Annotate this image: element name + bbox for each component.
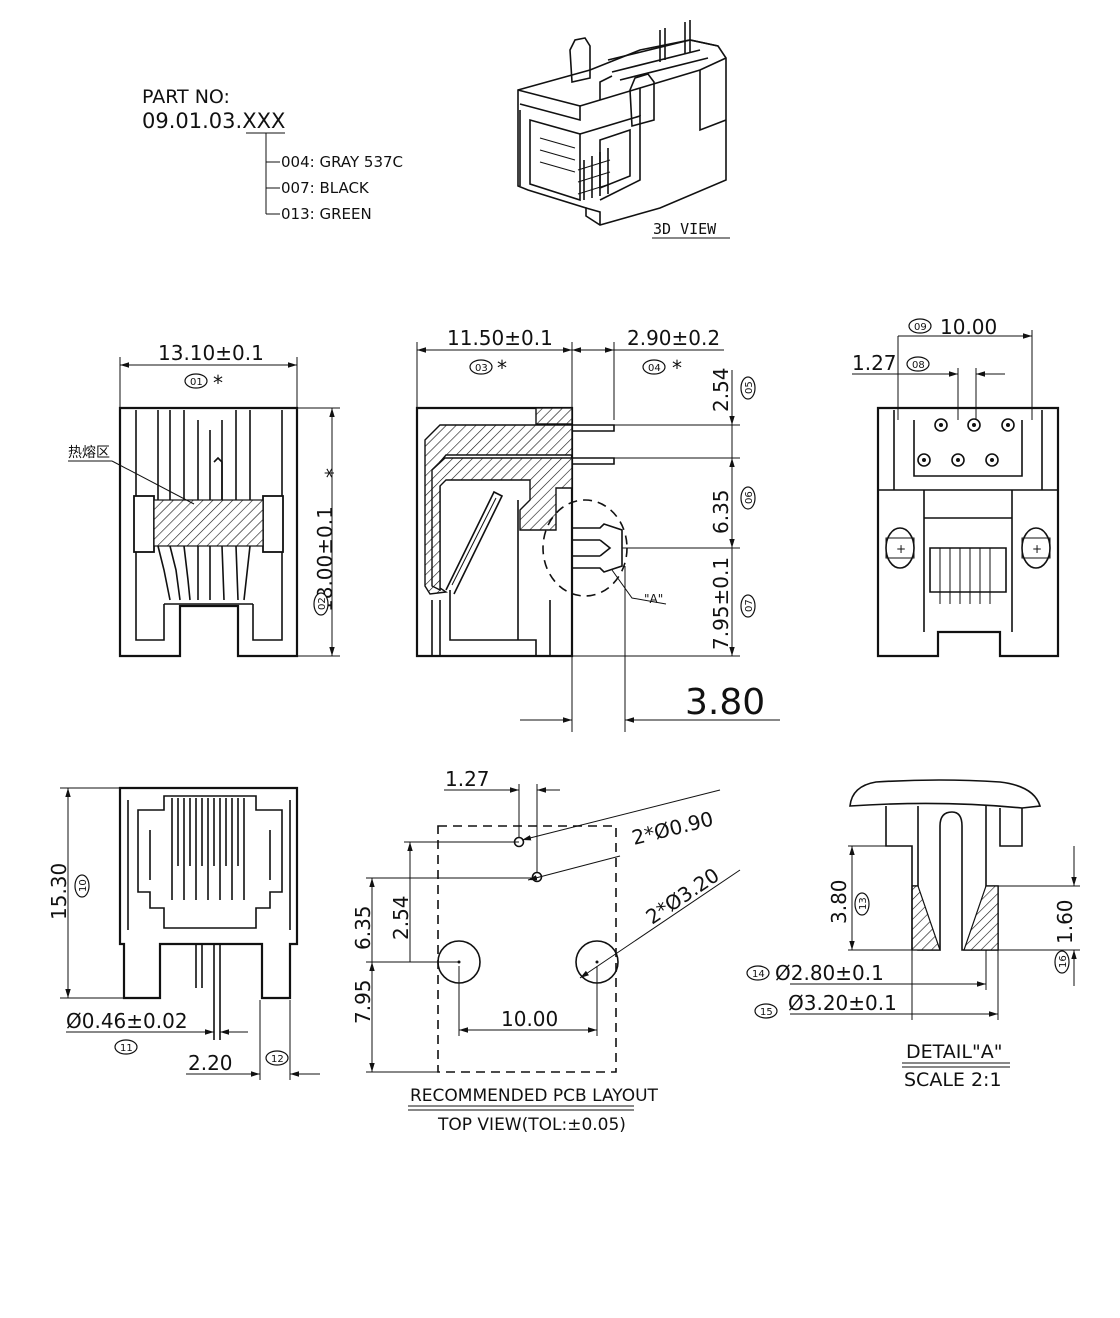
callout-07-text: 07 [744,599,755,612]
detail-title: DETAIL"A" [906,1041,1002,1063]
view-back: 09 10.00 1.27 08 + + [852,315,1060,658]
callout-05-text: 05 [744,381,755,394]
pcb-subtitle: TOP VIEW(TOL:±0.05) [437,1115,626,1135]
dim-15: Ø3.20±0.1 [788,991,897,1015]
view-3d: 3D VIEW [517,20,730,239]
part-option: 013: GREEN [281,205,372,223]
part-number: 09.01.03.XXX [142,109,285,133]
pcb-dim-320: 2*Ø3.20 [641,863,723,929]
callout-04-text: 04 [648,363,661,374]
pcb-dim-795: 7.95 [351,979,375,1024]
callout-14-text: 14 [752,969,765,980]
pin-holes [917,418,1015,467]
callout-16-text: 16 [1058,955,1069,968]
callout-08-text: 08 [912,360,925,371]
callout-01 [184,373,208,389]
view-front: 13.10±0.1 01 * 热熔区 18.00 [68,341,345,658]
callout-06-text: 06 [744,491,755,504]
pcb-dim-254: 2.54 [389,895,413,940]
star-mark: * [213,371,223,395]
callout-11-text: 11 [120,1043,133,1054]
view-pcb-layout: 1.27 2*Ø0.90 2*Ø3.20 6.35 2.54 7.95 10.0… [351,767,741,1135]
callout-01-text: 01 [190,377,203,388]
pcb-dim-1000: 10.00 [501,1007,558,1031]
svg-text:+: + [896,542,906,556]
dim-01: 13.10±0.1 [158,341,264,365]
callout-13-text: 13 [858,897,869,910]
callout-15-text: 15 [760,1007,773,1018]
pcb-dim-635: 6.35 [351,905,375,950]
dim-10: 15.30 [47,863,71,920]
star-mark: * [497,356,507,380]
view-side-section: 11.50±0.1 2.90±0.2 03 * 04 * "A" [415,326,780,732]
callout-03-text: 03 [475,363,488,374]
dim-06: 6.35 [709,489,733,534]
detail-ref-label: "A" [644,592,663,606]
callout-02-text: 02 [317,597,328,610]
part-option: 004: GRAY 537C [281,153,403,171]
part-number-block: PART NO: 09.01.03.XXX 004: GRAY 537C 007… [142,86,403,223]
callout-09-text: 09 [914,322,927,333]
svg-text:+: + [1032,542,1042,556]
dim-11: Ø0.46±0.02 [66,1009,188,1033]
dim-09: 10.00 [940,315,997,339]
star-mark: * [672,356,682,380]
pcb-title: RECOMMENDED PCB LAYOUT [410,1086,659,1106]
dim-380: 3.80 [685,682,765,723]
dim-16: 1.60 [1053,899,1077,944]
dim-14: Ø2.80±0.1 [775,961,884,985]
dim-04: 2.90±0.2 [627,326,720,350]
part-option: 007: BLACK [281,179,370,197]
dim-03: 11.50±0.1 [447,326,553,350]
pcb-dim-090: 2*Ø0.90 [629,806,715,849]
label-3d-view: 3D VIEW [653,220,717,238]
view-detail-a: 3.80 13 1.60 16 14 Ø2.80±0.1 15 Ø3.20±0.… [746,779,1080,1091]
dim-13: 3.80 [827,879,851,924]
pcb-dim-127: 1.27 [445,767,490,791]
dim-08: 1.27 [852,351,897,375]
dim-12: 2.20 [188,1051,233,1075]
dim-07: 7.95±0.1 [709,557,733,650]
callout-10-text: 10 [78,879,89,892]
view-front-lower: 15.30 10 Ø0.46±0.02 11 2.20 12 [47,786,320,1080]
part-label: PART NO: [142,86,230,108]
callout-12-text: 12 [271,1054,284,1065]
detail-scale: SCALE 2:1 [904,1069,1002,1091]
dim-05: 2.54 [709,367,733,412]
label-hot-melt: 热熔区 [68,445,110,461]
star-mark: * [321,468,345,478]
